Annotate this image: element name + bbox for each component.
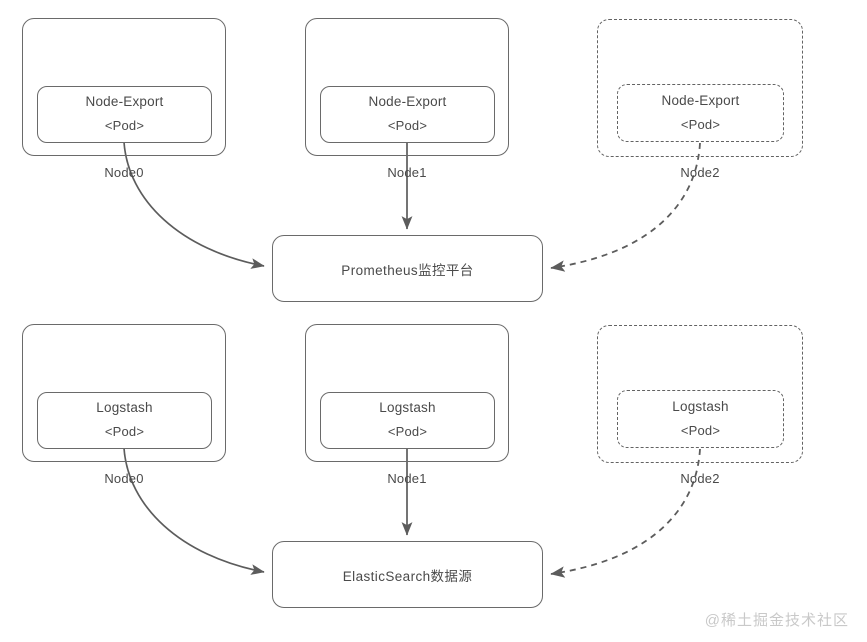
watermark-text: @稀土掘金技术社区 bbox=[704, 612, 849, 629]
node-container-monitoring-1[interactable] bbox=[305, 18, 509, 156]
connector-node0-to-prometheus bbox=[123, 141, 265, 269]
pod-kind-label: <Pod> bbox=[104, 118, 145, 134]
pod-name-label: Node-Export bbox=[368, 94, 447, 110]
pod-name-label: Node-Export bbox=[85, 94, 164, 110]
pod-name-label: Node-Export bbox=[661, 92, 740, 108]
pod-logging-2[interactable]: Logstash <Pod> bbox=[617, 390, 784, 448]
connector-node2-to-prometheus bbox=[550, 142, 701, 272]
elasticsearch-datasource-label: ElasticSearch数据源 bbox=[342, 568, 473, 584]
node-label-monitoring-2: Node2 bbox=[680, 165, 720, 180]
pod-name-label: Logstash bbox=[672, 398, 729, 414]
prometheus-platform-label: Prometheus监控平台 bbox=[341, 262, 474, 278]
elasticsearch-datasource-box[interactable]: ElasticSearch数据源 bbox=[272, 541, 543, 608]
node-label-monitoring-1: Node1 bbox=[387, 165, 427, 180]
pod-kind-label: <Pod> bbox=[680, 116, 721, 132]
pod-kind-label: <Pod> bbox=[104, 424, 145, 440]
pod-monitoring-2[interactable]: Node-Export <Pod> bbox=[617, 84, 784, 142]
pod-name-label: Logstash bbox=[96, 400, 153, 416]
pod-monitoring-0[interactable]: Node-Export <Pod> bbox=[37, 86, 212, 143]
connector-node2-to-elasticsearch bbox=[550, 448, 701, 578]
node-container-monitoring-0[interactable] bbox=[22, 18, 226, 156]
node-label-logging-1: Node1 bbox=[387, 471, 427, 486]
pod-logging-1[interactable]: Logstash <Pod> bbox=[320, 392, 495, 449]
node-label-logging-0: Node0 bbox=[104, 471, 144, 486]
pod-logging-0[interactable]: Logstash <Pod> bbox=[37, 392, 212, 449]
node-container-monitoring-2[interactable] bbox=[597, 19, 803, 157]
node-label-logging-2: Node2 bbox=[680, 471, 720, 486]
node-label-monitoring-0: Node0 bbox=[104, 165, 144, 180]
connector-node0-to-elasticsearch bbox=[123, 447, 265, 575]
prometheus-platform-box[interactable]: Prometheus监控平台 bbox=[272, 235, 543, 302]
pod-monitoring-1[interactable]: Node-Export <Pod> bbox=[320, 86, 495, 143]
node-container-logging-1[interactable] bbox=[305, 324, 509, 462]
node-container-logging-2[interactable] bbox=[597, 325, 803, 463]
node-container-logging-0[interactable] bbox=[22, 324, 226, 462]
pod-kind-label: <Pod> bbox=[387, 424, 428, 440]
pod-kind-label: <Pod> bbox=[387, 118, 428, 134]
pod-name-label: Logstash bbox=[379, 400, 436, 416]
pod-kind-label: <Pod> bbox=[680, 422, 721, 438]
